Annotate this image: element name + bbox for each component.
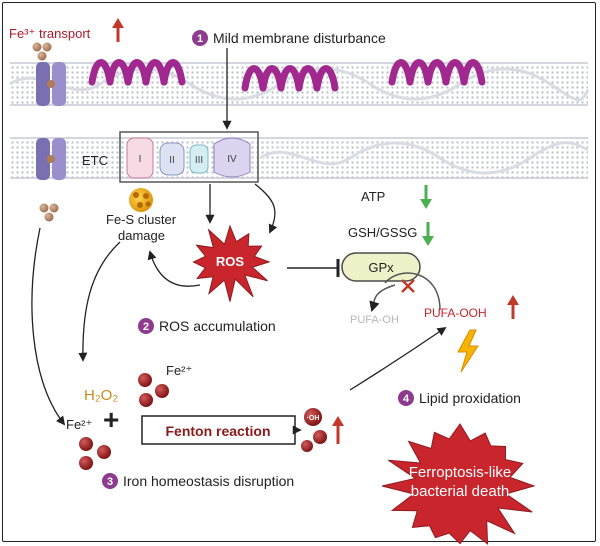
gsh-down-arrow — [422, 222, 434, 246]
svg-text:·OH: ·OH — [307, 415, 320, 422]
step-badge-3: 3 Iron homeostasis disruption — [102, 473, 294, 489]
death-label-2: bacterial death — [411, 483, 509, 500]
arrow-etc-to-ros-2 — [254, 183, 278, 234]
svg-text:III: III — [195, 155, 203, 166]
ferroptosis-burst: Ferroptosis-like bacterial death — [381, 423, 536, 545]
svg-text:I: I — [139, 154, 142, 165]
step-4-label: Lipid proxidation — [419, 390, 521, 406]
pufa-ooh-label: PUFA-OOH — [424, 306, 487, 320]
plus-sign: + — [103, 404, 119, 435]
etc-label: ETC — [82, 153, 108, 168]
arrow-fe-to-fe2 — [31, 227, 66, 426]
step-badge-1: 1 Mild membrane disturbance — [192, 30, 386, 46]
arrow-oh-to-lipid — [349, 326, 447, 391]
fe2-left-label: Fe²⁺ — [66, 417, 92, 432]
etc-complex-I: I — [126, 137, 154, 179]
atp-label: ATP — [361, 189, 385, 204]
step-4-number: 4 — [403, 393, 410, 405]
fe3-transport-up-arrow — [112, 18, 124, 42]
step-1-number: 1 — [197, 33, 203, 45]
arrow-fes-to-h2o2 — [78, 241, 121, 362]
fe2-top-label: Fe²⁺ — [166, 363, 192, 378]
ros-burst: ROS — [192, 224, 271, 302]
fe3-ions-cytoplasm — [39, 203, 59, 222]
gpx-blocked-x-icon — [401, 279, 415, 293]
diagram-frame — [2, 2, 596, 542]
step-1-label: Mild membrane disturbance — [213, 30, 386, 46]
fe3-transporter-inner — [36, 138, 66, 180]
alpha-helix-group — [88, 59, 486, 92]
gpx-enzyme: GPx — [341, 252, 421, 282]
pufa-oh-label: PUFA-OH — [350, 314, 399, 326]
fe2-ions-left — [79, 437, 111, 470]
fe3-ions-top — [32, 42, 52, 61]
ros-label: ROS — [216, 254, 245, 269]
inner-membrane — [10, 137, 589, 179]
lightning-icon — [457, 329, 479, 373]
oh-up-arrow — [332, 416, 344, 444]
alpha-helix-1 — [88, 59, 186, 86]
step-badge-2: 2 ROS accumulation — [138, 318, 276, 334]
atp-down-arrow — [420, 185, 432, 209]
step-2-label: ROS accumulation — [159, 318, 276, 334]
svg-text:IV: IV — [227, 154, 237, 165]
fenton-reaction-box: Fenton reaction — [141, 415, 296, 445]
gsh-gssg-label: GSH/GSSG — [348, 225, 417, 240]
fe2-ions-top — [138, 373, 169, 407]
fes-damage-label-2: damage — [118, 228, 165, 243]
outer-membrane — [9, 62, 590, 106]
gpx-cycle-out — [369, 284, 396, 313]
hydroxyl-radicals: ·OH — [301, 408, 327, 452]
death-label-1: Ferroptosis-like — [409, 464, 512, 481]
etc-complex-III: III — [189, 144, 209, 174]
svg-text:II: II — [169, 155, 175, 166]
etc-complex-IV: IV — [213, 137, 251, 178]
gpx-cycle-in — [384, 272, 441, 311]
fe3-transport-label: Fe³⁺ transport — [9, 26, 91, 41]
arrow-ros-to-fes — [147, 250, 201, 287]
etc-box — [119, 131, 259, 183]
h2o2-label: H₂O₂ — [84, 387, 118, 404]
fes-cluster-icon — [129, 188, 153, 212]
step-3-number: 3 — [107, 476, 113, 488]
step-badge-4: 4 Lipid proxidation — [398, 390, 521, 406]
fe3-transporter-outer — [36, 62, 66, 106]
alpha-helix-3 — [388, 59, 486, 86]
fes-damage-label-1: Fe-S cluster — [106, 212, 177, 227]
gpx-label: GPx — [368, 260, 394, 275]
alpha-helix-2 — [241, 65, 339, 92]
pufa-ooh-up-arrow — [507, 295, 519, 319]
step-3-label: Iron homeostasis disruption — [123, 473, 294, 489]
step-2-number: 2 — [143, 321, 149, 333]
etc-complex-II: II — [159, 142, 185, 176]
fenton-label: Fenton reaction — [165, 423, 270, 439]
